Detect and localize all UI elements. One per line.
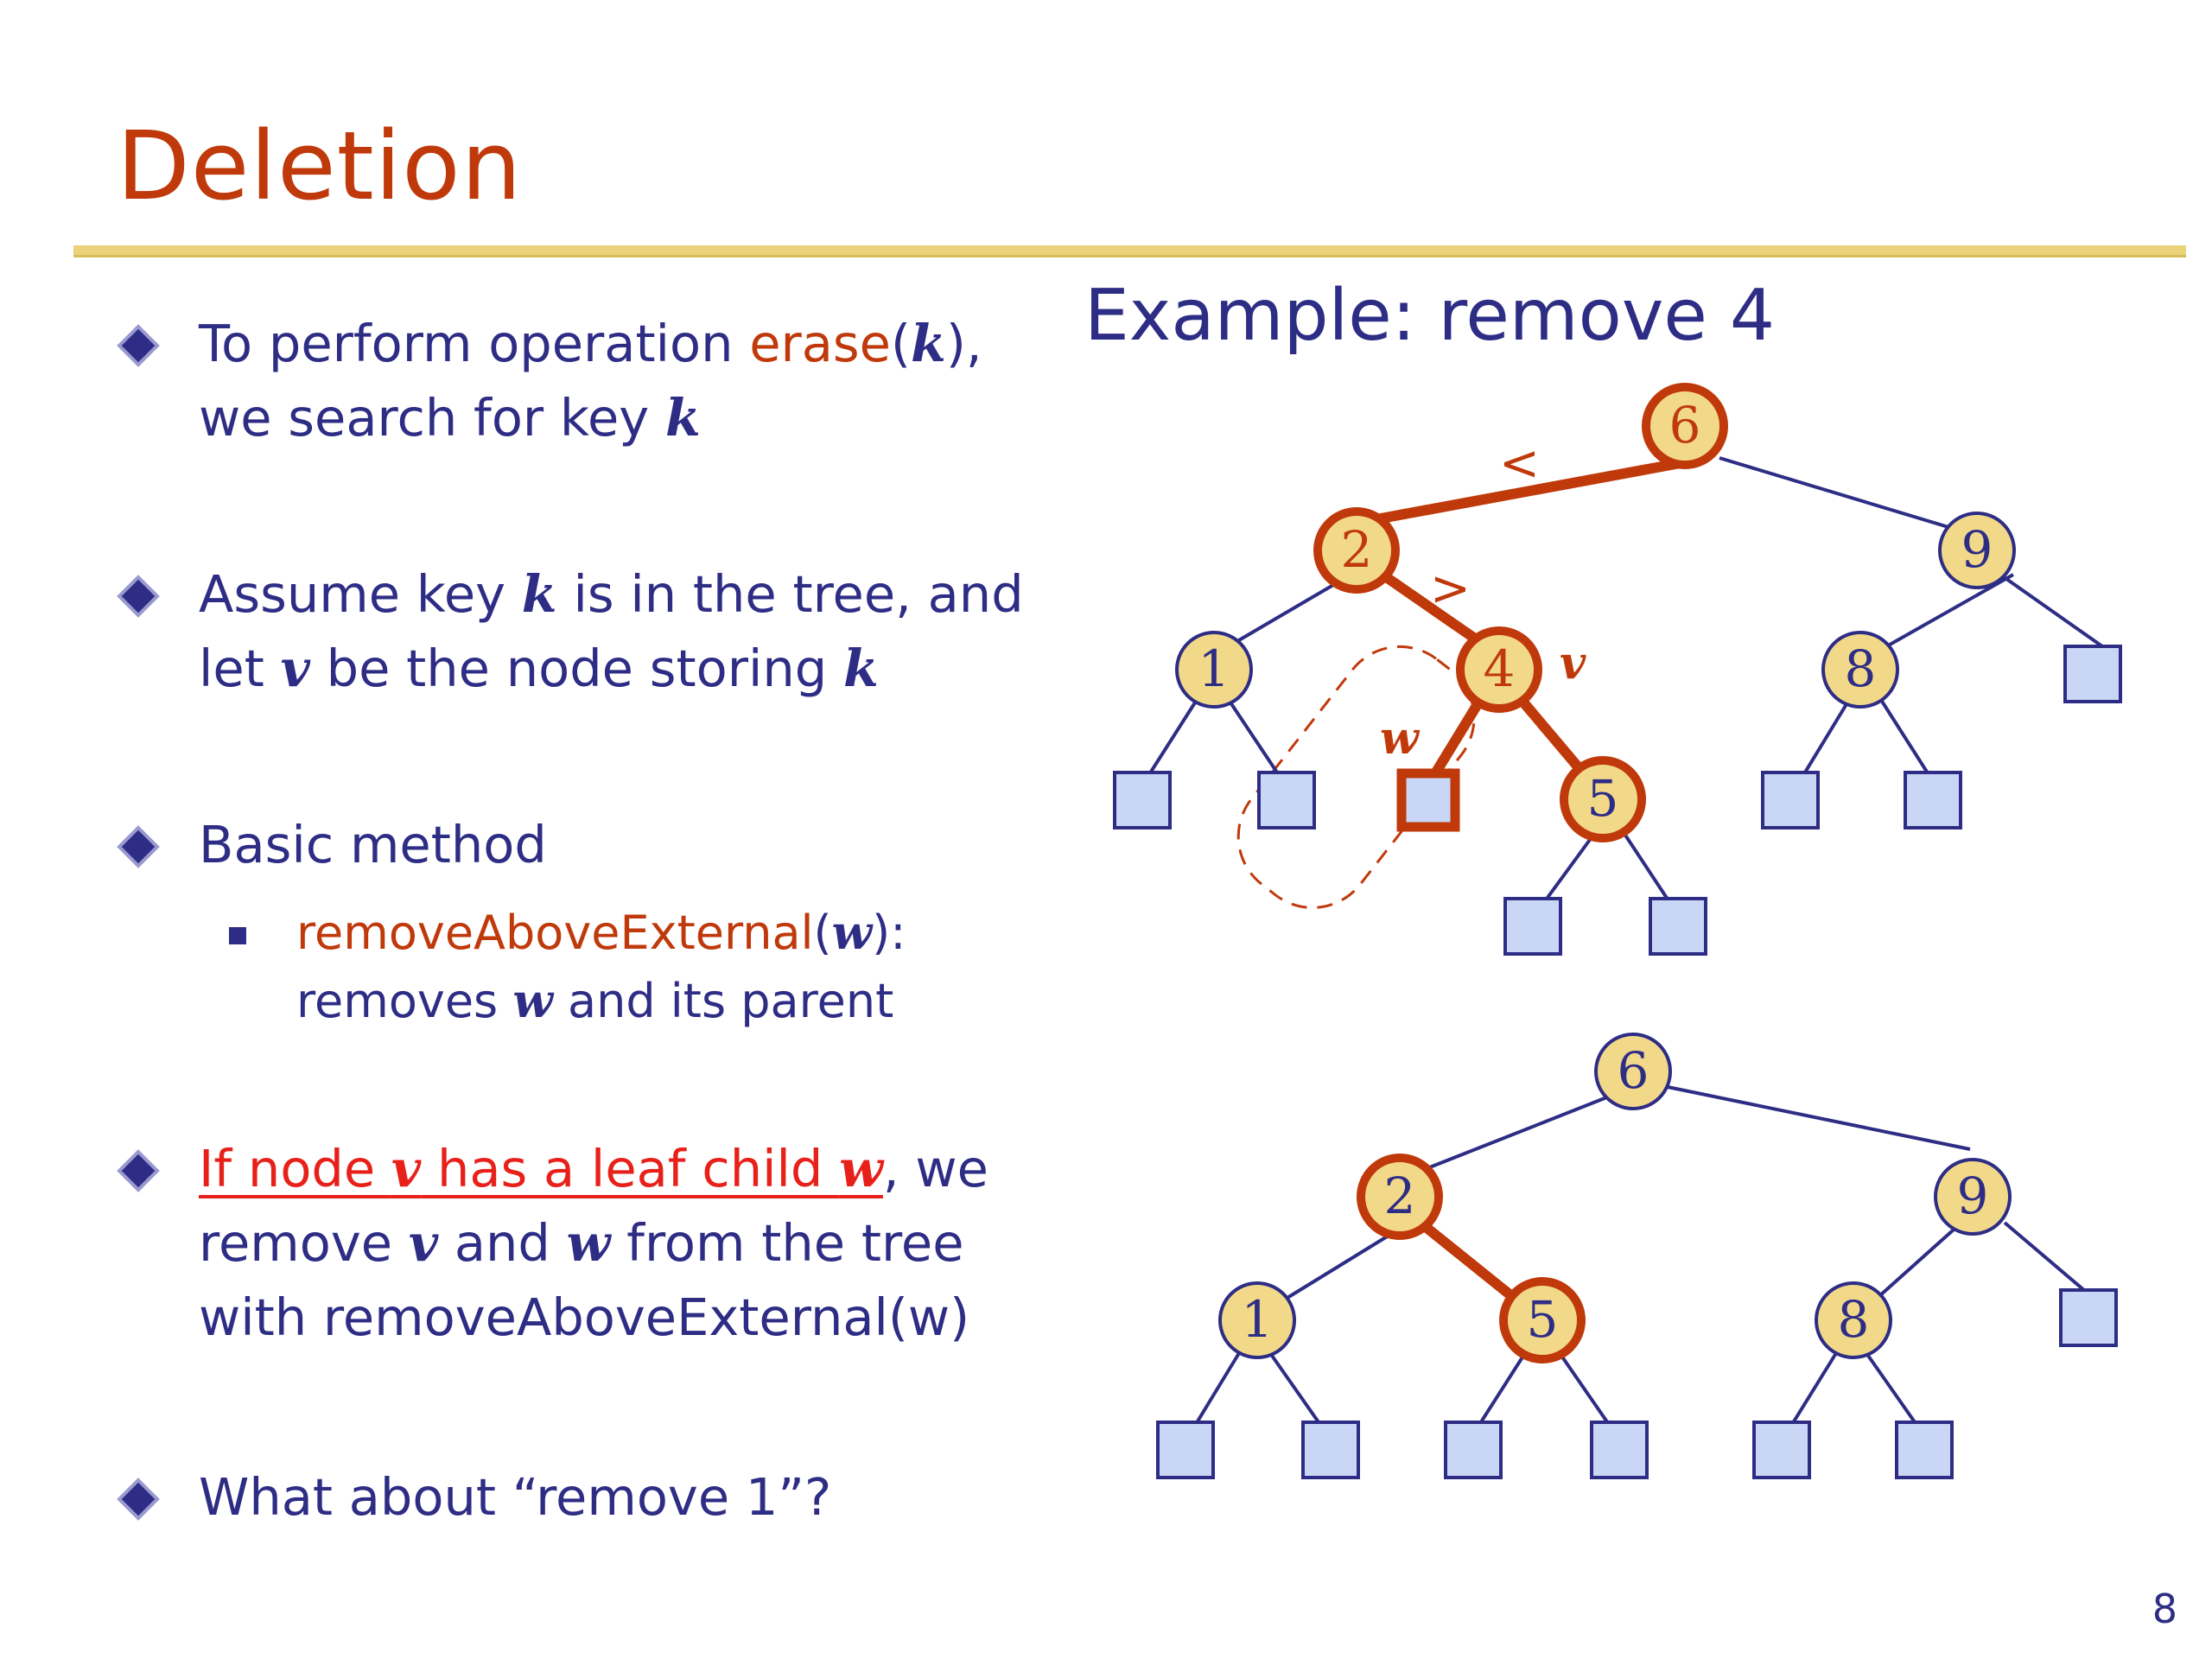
bullet-leaf-child: If node v has a leaf child w, we remove … [199,1139,988,1347]
node-1-after: 1 [1242,1290,1274,1349]
label-v: v [1560,637,1586,690]
diamond-bullet-icon [117,1478,160,1521]
compare-greater-label: > [1430,561,1471,617]
node-5-after: 5 [1527,1290,1559,1349]
bullet-assume-key: Assume key k is in the tree, and let v b… [199,564,1024,698]
leaf-w [1396,768,1460,832]
tree-after: 6 2 9 1 5 8 [1156,1033,2118,1479]
compare-less-label: < [1499,435,1540,492]
square-bullet-icon [229,927,246,944]
node-2-after: 2 [1384,1166,1416,1225]
diamond-bullet-icon [117,575,160,618]
node-6: 6 [1669,396,1701,454]
diamond-bullet-icon [117,1149,160,1192]
bullet-erase: To perform operation erase(k), we search… [199,314,982,448]
title-divider [73,245,2186,257]
diamond-bullet-icon [117,324,160,367]
diamond-bullet-icon [117,825,160,868]
label-w: w [1380,712,1421,765]
bullet-remove-1: What about “remove 1”? [199,1467,832,1527]
node-8-after: 8 [1838,1290,1870,1349]
bullet-basic-method: Basic method [199,815,547,874]
example-title: Example: remove 4 [1084,275,1776,357]
node-9-after: 9 [1957,1166,1989,1225]
node-9: 9 [1961,520,1993,579]
subbullet-remove-above-external: removeAboveExternal(w): removes w and it… [296,905,906,1028]
node-4: 4 [1484,639,1516,698]
node-1: 1 [1198,639,1230,698]
node-5: 5 [1587,769,1619,828]
node-2: 2 [1341,520,1373,579]
slide-title: Deletion [117,111,523,221]
node-6-after: 6 [1618,1041,1649,1100]
page-number: 8 [2152,1586,2177,1632]
node-8: 8 [1845,639,1877,698]
tree-before: < > v w 6 2 9 1 4 8 5 [1113,383,2122,956]
